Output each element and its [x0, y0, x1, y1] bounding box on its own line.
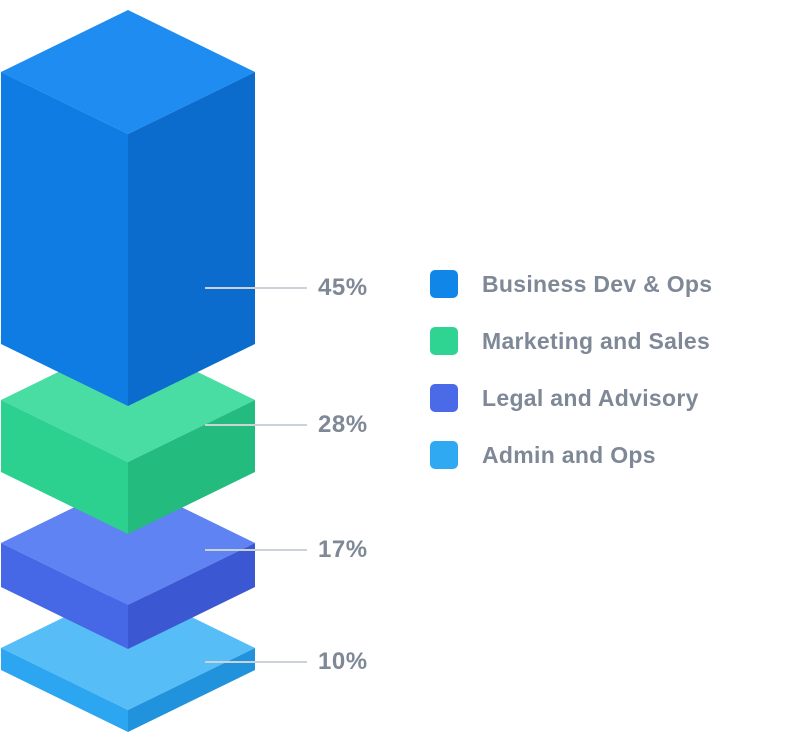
- legend-item-business-dev: Business Dev & Ops: [430, 270, 712, 298]
- legend-swatch-marketing-sales-icon: [430, 327, 458, 355]
- legend-label-business-dev: Business Dev & Ops: [482, 270, 713, 297]
- segment-0-left-face: [1, 72, 128, 406]
- legend-item-legal-advisory: Legal and Advisory: [430, 384, 712, 412]
- legend-swatch-admin-ops-icon: [430, 441, 458, 469]
- segment-0-right-face: [128, 72, 255, 406]
- value-label-business-dev: 45%: [318, 274, 368, 301]
- legend-label-admin-ops: Admin and Ops: [482, 441, 656, 468]
- segment-3-left-face: [1, 648, 128, 732]
- legend-swatch-business-dev-icon: [430, 270, 458, 298]
- value-label-legal-advisory: 17%: [318, 536, 368, 563]
- segment-2-right-face: [128, 543, 255, 649]
- segment-2-left-face: [1, 543, 128, 649]
- value-label-marketing-sales: 28%: [318, 411, 368, 438]
- legend-swatch-legal-advisory-icon: [430, 384, 458, 412]
- legend-item-admin-ops: Admin and Ops: [430, 441, 712, 469]
- segment-3-right-face: [128, 648, 255, 732]
- legend: Business Dev & Ops Marketing and Sales L…: [430, 270, 712, 498]
- legend-label-legal-advisory: Legal and Advisory: [482, 384, 699, 411]
- legend-label-marketing-sales: Marketing and Sales: [482, 327, 711, 354]
- isometric-stacked-bar-chart: [1, 10, 307, 732]
- segment-1-right-face: [128, 400, 255, 534]
- segment-1-left-face: [1, 400, 128, 534]
- value-label-admin-ops: 10%: [318, 648, 368, 675]
- legend-item-marketing-sales: Marketing and Sales: [430, 327, 712, 355]
